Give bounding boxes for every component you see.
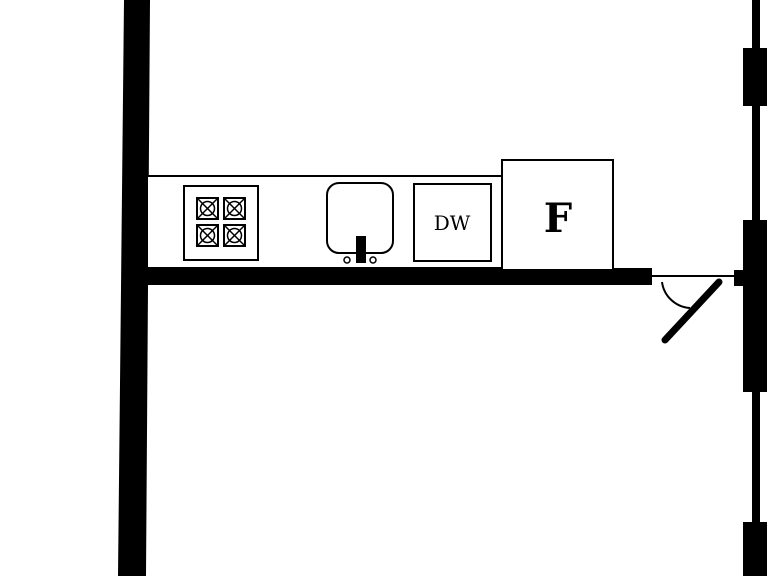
door-swing-icon (652, 275, 736, 344)
burner (223, 224, 246, 247)
burner (196, 224, 219, 247)
left-wall (118, 0, 150, 576)
fridge: F (501, 159, 614, 271)
partition-wall (146, 268, 652, 285)
fridge-label: F (544, 195, 572, 242)
burner (196, 197, 219, 220)
dishwasher: DW (413, 183, 492, 262)
four-burner-stove-icon (183, 185, 259, 261)
burner (223, 197, 246, 220)
right-wall (734, 0, 767, 576)
dishwasher-label: DW (434, 211, 471, 235)
sink-icon (326, 182, 394, 264)
